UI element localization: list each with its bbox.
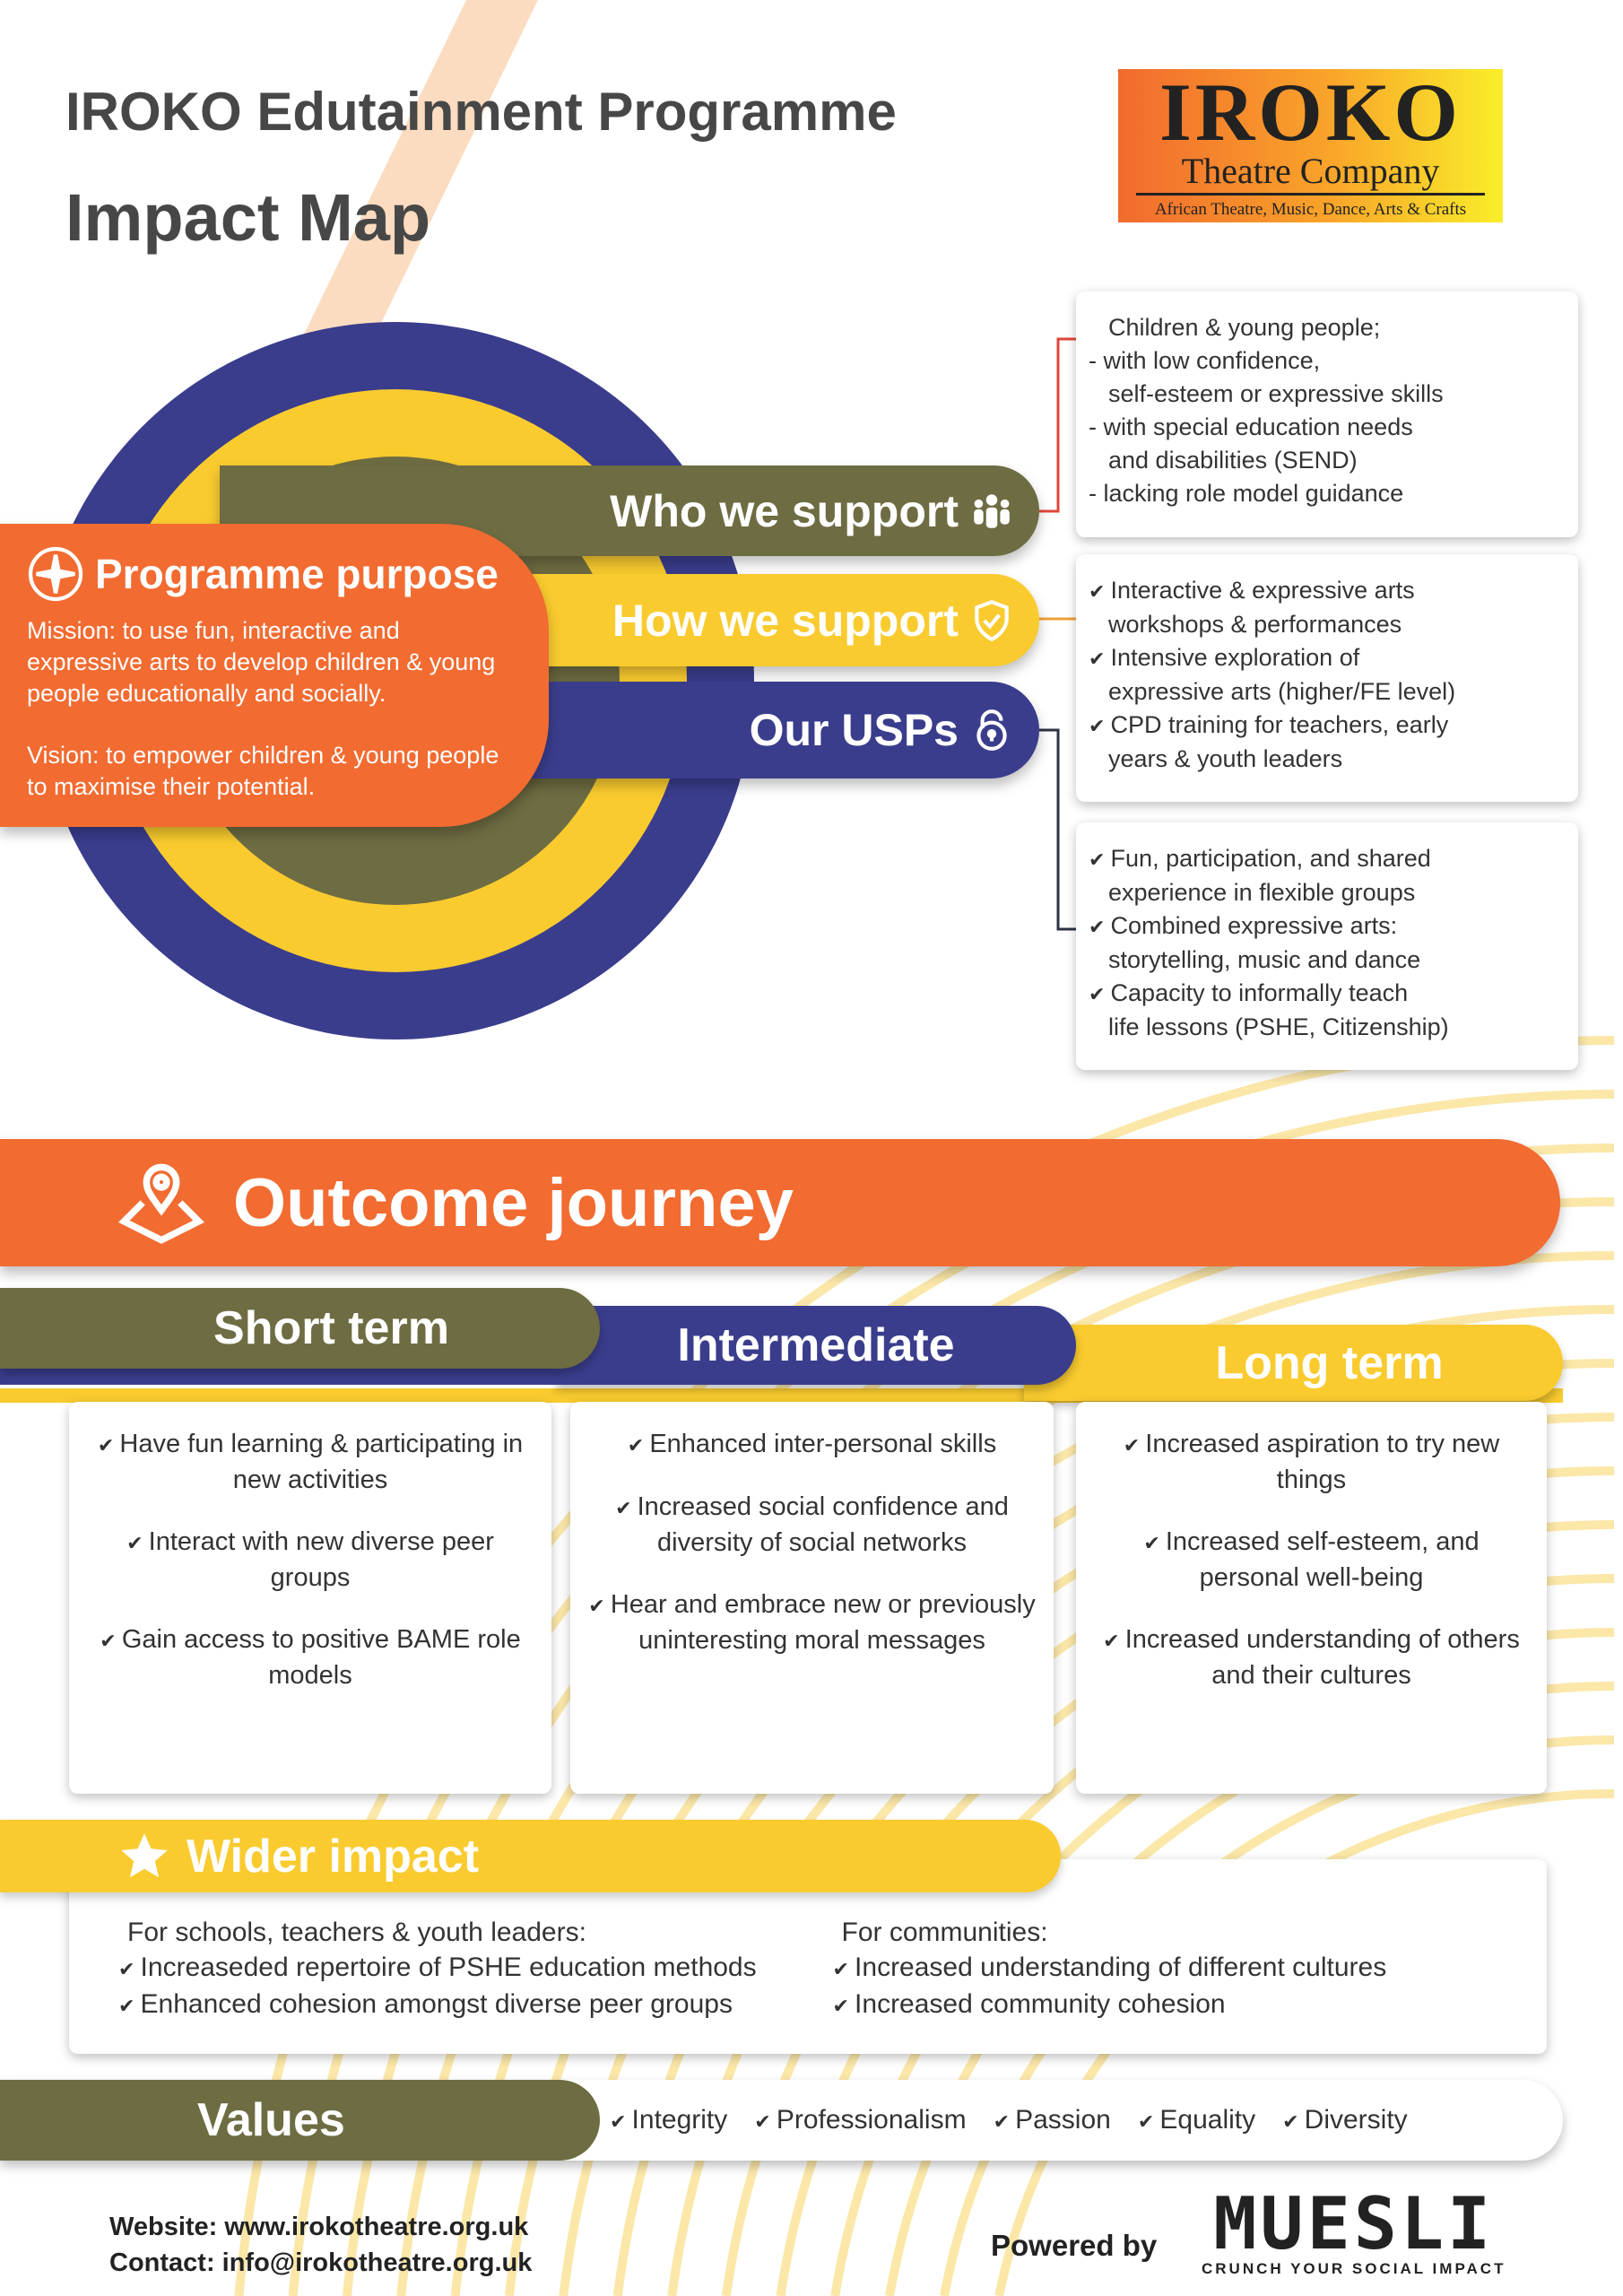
how-item: Intensive exploration of (1089, 641, 1566, 675)
who-line: - with low confidence, (1089, 347, 1321, 374)
schools-item: Increaseded repertoire of PSHE education… (118, 1950, 833, 1987)
outcome-item: Increased understanding of others and th… (1092, 1622, 1531, 1693)
outcome-item: Increased social confidence and diversit… (586, 1490, 1037, 1561)
short-term-card: Have fun learning & participating in new… (69, 1402, 551, 1794)
outcome-item: Hear and embrace new or previously unint… (586, 1587, 1037, 1658)
how-we-support-box: Interactive & expressive arts workshops … (1076, 554, 1578, 802)
outcome-item: Enhanced inter-personal skills (586, 1427, 1037, 1463)
outcome-item: Have fun learning & participating in new… (85, 1427, 535, 1498)
unlock-icon (976, 709, 1007, 751)
value-item: Equality (1138, 2105, 1255, 2135)
wider-impact-box: For schools, teachers & youth leaders: I… (69, 1859, 1547, 2054)
usp-item: Capacity to informally teach (1089, 977, 1566, 1011)
muesli-tagline: CRUNCH YOUR SOCIAL IMPACT (1202, 2260, 1506, 2277)
communities-item: Increased community cohesion (833, 1987, 1548, 2023)
value-item: Professionalism (754, 2105, 967, 2135)
muesli-brand: MUESLI (1213, 2182, 1495, 2266)
short-term-label: Short term (213, 1302, 449, 1354)
schools-column: For schools, teachers & youth leaders: I… (118, 1915, 833, 2054)
who-line: and disabilities (SEND) (1108, 447, 1358, 474)
value-item: Diversity (1282, 2105, 1408, 2135)
shield-check-icon (975, 599, 1009, 641)
communities-item: Increased understanding of different cul… (833, 1950, 1548, 1987)
tab-short-term: Short term (0, 1288, 600, 1369)
usp-label: Our USPs (749, 705, 959, 755)
footer-contact: Website: www.irokotheatre.org.uk Contact… (109, 2209, 532, 2281)
how-item: Interactive & expressive arts (1089, 574, 1566, 608)
usp-box: Fun, participation, and shared experienc… (1076, 822, 1578, 1070)
intermediate-card: Enhanced inter-personal skills Increased… (570, 1402, 1054, 1794)
tab-long-term: Long term (1024, 1325, 1563, 1401)
who-line: - with special education needs (1089, 413, 1413, 440)
usp-connector (1039, 728, 1076, 931)
usp-item: Combined expressive arts: (1089, 909, 1566, 944)
compass-icon (28, 546, 83, 602)
outcome-item: Increased aspiration to try new things (1092, 1427, 1531, 1498)
how-label: How we support (612, 595, 959, 646)
tab-intermediate: Intermediate (556, 1306, 1076, 1385)
usp-item: experience in flexible groups (1108, 879, 1416, 906)
powered-by-label: Powered by (991, 2229, 1158, 2262)
mission-text: Mission: to use fun, interactive and exp… (27, 617, 496, 707)
muesli-logo: MUESLI CRUNCH YOUR SOCIAL IMPACT (1202, 2188, 1506, 2278)
who-label: Who we support (610, 485, 959, 536)
location-pin-icon (118, 1163, 204, 1244)
communities-column: For communities: Increased understanding… (833, 1915, 1548, 2054)
contact-email[interactable]: Contact: info@irokotheatre.org.uk (109, 2248, 533, 2277)
outcome-item: Increased self-esteem, and personal well… (1092, 1525, 1531, 1596)
page-subtitle: Impact Map (65, 180, 431, 255)
who-line: Children & young people; (1108, 314, 1381, 341)
how-item: expressive arts (higher/FE level) (1108, 678, 1456, 705)
purpose-title: Programme purpose (95, 551, 499, 597)
logo-tagline: African Theatre, Music, Dance, Arts & Cr… (1154, 200, 1467, 219)
how-item: CPD training for teachers, early (1089, 709, 1566, 743)
wider-impact-banner: Wider impact (0, 1820, 1061, 1892)
logo-name: IROKO (1159, 66, 1462, 158)
programme-purpose-card: Programme purpose Mission: to use fun, i… (0, 524, 549, 827)
iroko-logo: IROKO Theatre Company African Theatre, M… (1118, 69, 1503, 222)
people-icon (974, 493, 1010, 528)
vision-text: Vision: to empower children & young peop… (27, 742, 499, 800)
website-link[interactable]: Website: www.irokotheatre.org.uk (109, 2213, 529, 2241)
value-item: Integrity (610, 2105, 728, 2135)
page-title: IROKO Edutainment Programme (65, 82, 897, 142)
outcome-item: Interact with new diverse peer groups (85, 1525, 535, 1596)
long-term-card: Increased aspiration to try new things I… (1076, 1402, 1547, 1794)
who-line: self-esteem or expressive skills (1108, 380, 1444, 407)
values-title: Values (197, 2094, 345, 2146)
outcome-item: Gain access to positive BAME role models (85, 1622, 535, 1693)
usp-item: storytelling, music and dance (1108, 946, 1421, 973)
intermediate-label: Intermediate (677, 1319, 955, 1371)
outcome-journey-banner: Outcome journey (0, 1139, 1560, 1266)
values-label: Values (0, 2080, 600, 2161)
who-line: - lacking role model guidance (1089, 480, 1404, 507)
usp-item: life lessons (PSHE, Citizenship) (1108, 1013, 1449, 1040)
who-connector (1039, 337, 1076, 513)
how-item: years & youth leaders (1108, 745, 1343, 772)
schools-heading: For schools, teachers & youth leaders: (127, 1918, 586, 1947)
usp-item: Fun, participation, and shared (1089, 842, 1566, 876)
wider-title: Wider impact (187, 1830, 480, 1883)
how-item: workshops & performances (1108, 611, 1402, 638)
who-we-support-box: Children & young people; - with low conf… (1076, 291, 1578, 537)
value-item: Passion (994, 2105, 1111, 2135)
outcome-title: Outcome journey (233, 1164, 794, 1241)
long-term-label: Long term (1215, 1336, 1444, 1389)
schools-item: Enhanced cohesion amongst diverse peer g… (118, 1987, 833, 2023)
values-list: Integrity Professionalism Passion Equali… (610, 2080, 1408, 2161)
logo-subtitle: Theatre Company (1136, 153, 1485, 196)
star-icon (121, 1832, 168, 1877)
communities-heading: For communities: (841, 1918, 1048, 1947)
